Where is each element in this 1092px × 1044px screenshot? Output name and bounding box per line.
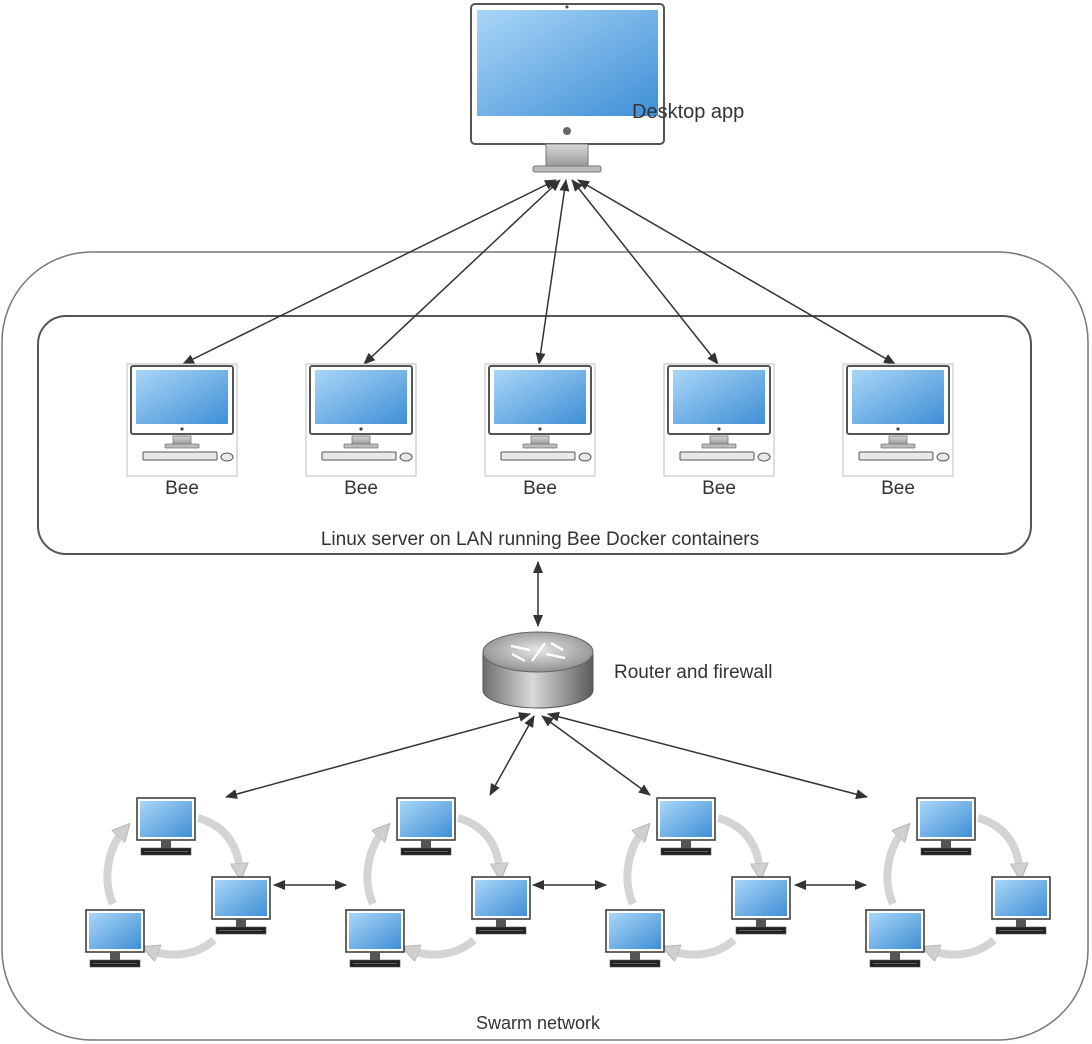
cycle-arrow-icon — [410, 936, 477, 955]
connection-desktop-bee-4 — [571, 179, 719, 365]
swarm-cluster-2 — [345, 797, 531, 968]
cycle-arrow-icon — [883, 830, 904, 906]
bee-label: Bee — [523, 478, 557, 499]
desktop-pc-icon — [396, 797, 456, 856]
desktop-pc-icon — [471, 876, 531, 935]
connection-router-cluster-3 — [541, 715, 651, 796]
cycle-arrow-icon — [456, 814, 500, 872]
bee-label: Bee — [344, 478, 378, 499]
connection-desktop-bee-2 — [363, 179, 561, 365]
desktop-pc-icon — [916, 797, 976, 856]
cycle-arrow-icon — [976, 814, 1020, 872]
desktop-pc-icon — [656, 797, 716, 856]
desktop-pc-icon — [731, 876, 791, 935]
desktop-pc-icon — [605, 909, 665, 968]
workstation-icon — [842, 363, 954, 477]
desktop-pc-icon — [865, 909, 925, 968]
desktop-pc-icon — [991, 876, 1051, 935]
desktop-pc-icon — [345, 909, 405, 968]
router-label: Router and firewall — [614, 662, 772, 683]
connection-router-cluster-4 — [547, 711, 868, 800]
cycle-arrow-icon — [623, 830, 644, 906]
cycle-arrow-icon — [150, 936, 217, 955]
workstation-icon — [126, 363, 238, 477]
swarm-cluster-1 — [85, 797, 271, 968]
router-cluster-connections — [225, 711, 868, 800]
bee-workstation-5: Bee — [842, 363, 954, 499]
bee-workstation-2: Bee — [305, 363, 417, 499]
desktop-pc-icon — [211, 876, 271, 935]
cycle-arrow-icon — [103, 830, 124, 906]
bee-label: Bee — [702, 478, 736, 499]
router-icon — [482, 631, 594, 709]
cycle-arrow-icon — [716, 814, 760, 872]
connection-router-cluster-1 — [225, 712, 531, 799]
bee-label: Bee — [165, 478, 199, 499]
linux-server-label: Linux server on LAN running Bee Docker c… — [321, 529, 759, 550]
connection-desktop-bee-5 — [577, 179, 896, 365]
connection-desktop-bee-3 — [535, 179, 570, 365]
swarm-cluster-4 — [865, 797, 1051, 968]
bee-workstation-3: Bee — [484, 363, 596, 499]
cycle-arrow-icon — [930, 936, 997, 955]
imac-monitor-icon — [470, 3, 665, 173]
cycle-arrow-icon — [196, 814, 240, 872]
desktop-app-label: Desktop app — [632, 101, 744, 123]
cycle-arrow-icon — [363, 830, 384, 906]
workstation-icon — [663, 363, 775, 477]
swarm-network-label: Swarm network — [476, 1013, 601, 1033]
connection-router-cluster-2 — [489, 715, 535, 796]
bee-label: Bee — [881, 478, 915, 499]
desktop-pc-icon — [85, 909, 145, 968]
swarm-cluster-3 — [605, 797, 791, 968]
workstation-icon — [484, 363, 596, 477]
bee-workstation-4: Bee — [663, 363, 775, 499]
cycle-arrow-icon — [670, 936, 737, 955]
connection-desktop-bee-1 — [182, 179, 557, 365]
workstation-icon — [305, 363, 417, 477]
desktop-bee-connections — [182, 179, 896, 365]
bee-workstation-1: Bee — [126, 363, 238, 499]
desktop-pc-icon — [136, 797, 196, 856]
